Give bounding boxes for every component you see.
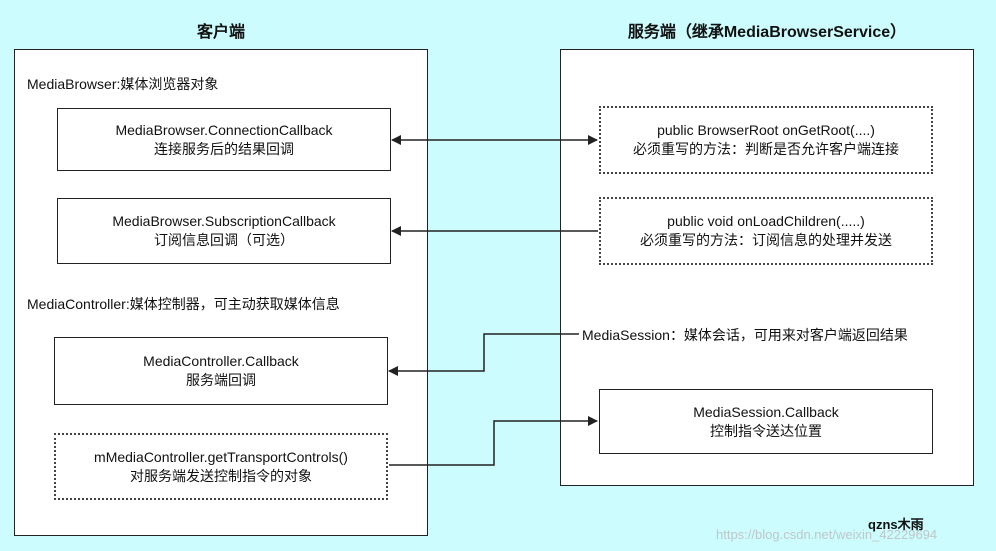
media-browser-note: MediaBrowser:媒体浏览器对象 — [27, 76, 219, 92]
connection-callback-desc: 连接服务后的结果回调 — [154, 140, 294, 157]
on-get-root-desc: 必须重写的方法：判断是否允许客户端连接 — [633, 141, 899, 157]
client-title: 客户端 — [196, 24, 245, 41]
transport-controls-box: mMediaController.getTransportControls() … — [54, 433, 388, 500]
media-session-note: MediaSession：媒体会话，可用来对客户端返回结果 — [582, 327, 908, 343]
on-load-children-desc: 必须重写的方法：订阅信息的处理并发送 — [640, 232, 892, 248]
transport-controls-desc: 对服务端发送控制指令的对象 — [130, 467, 312, 484]
connection-callback-name: MediaBrowser.ConnectionCallback — [115, 121, 333, 138]
connection-callback-box: MediaBrowser.ConnectionCallback 连接服务后的结果… — [57, 108, 391, 171]
on-load-children-box: public void onLoadChildren(.....) 必须重写的方… — [599, 197, 933, 265]
on-load-children-signature: public void onLoadChildren(.....) — [667, 213, 865, 229]
session-callback-name: MediaSession.Callback — [693, 403, 839, 420]
session-callback-desc: 控制指令送达位置 — [710, 422, 822, 439]
transport-controls-name: mMediaController.getTransportControls() — [94, 448, 348, 465]
on-get-root-signature: public BrowserRoot onGetRoot(....) — [657, 122, 875, 138]
watermark-url: https://blog.csdn.net/weixin_42229694 — [716, 527, 938, 542]
server-title: 服务端（继承MediaBrowserService） — [627, 24, 907, 41]
on-get-root-box: public BrowserRoot onGetRoot(....) 必须重写的… — [599, 106, 933, 174]
controller-callback-box: MediaController.Callback 服务端回调 — [54, 337, 388, 405]
author-credit: qzns木雨 — [868, 517, 924, 532]
subscription-callback-name: MediaBrowser.SubscriptionCallback — [112, 213, 336, 229]
controller-callback-desc: 服务端回调 — [186, 372, 256, 388]
subscription-callback-desc: 订阅信息回调（可选） — [154, 232, 294, 248]
media-controller-note: MediaController:媒体控制器，可主动获取媒体信息 — [27, 296, 340, 312]
session-callback-box: MediaSession.Callback 控制指令送达位置 — [599, 389, 933, 454]
controller-callback-name: MediaController.Callback — [143, 353, 299, 369]
subscription-callback-box: MediaBrowser.SubscriptionCallback 订阅信息回调… — [57, 198, 391, 264]
